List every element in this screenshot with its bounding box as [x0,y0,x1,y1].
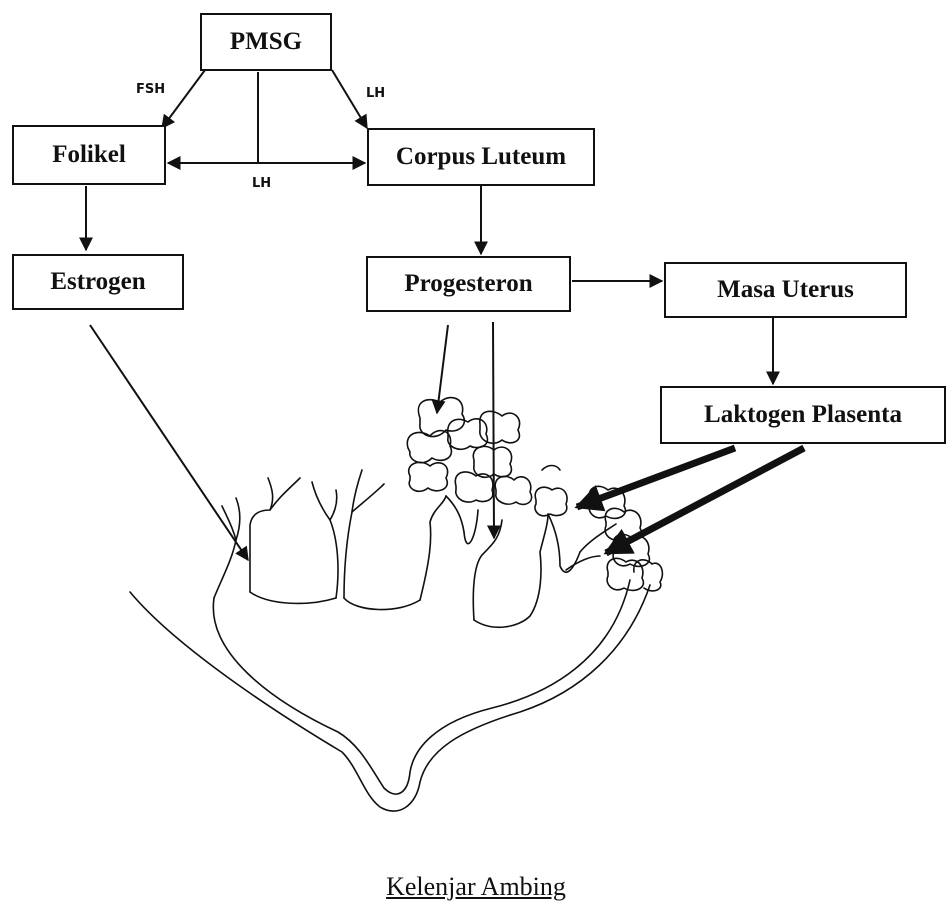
pmsg-box: PMSG [200,13,332,71]
mammary-gland-illustration [130,398,662,812]
arrow-pmsg-corpus-luteum [332,70,367,128]
figure-caption-wrap: Kelenjar Ambing [0,872,952,902]
lh-label-right: LH [366,86,385,101]
laktogen-plasenta-box: Laktogen Plasenta [660,386,946,444]
fsh-label: FSH [136,82,165,97]
arrow-pmsg-folikel [162,70,205,128]
folikel-box: Folikel [12,125,166,185]
arrow-estrogen-gland [90,325,248,560]
corpus-luteum-box: Corpus Luteum [367,128,595,186]
lh-label-middle: LH [252,176,271,191]
arrow-laktogen-gland-lower [606,448,804,553]
progesteron-box: Progesteron [366,256,571,312]
estrogen-box: Estrogen [12,254,184,310]
figure-caption: Kelenjar Ambing [386,872,566,901]
masa-uterus-box: Masa Uterus [664,262,907,318]
arrow-progesteron-alveoli-right [493,322,494,538]
